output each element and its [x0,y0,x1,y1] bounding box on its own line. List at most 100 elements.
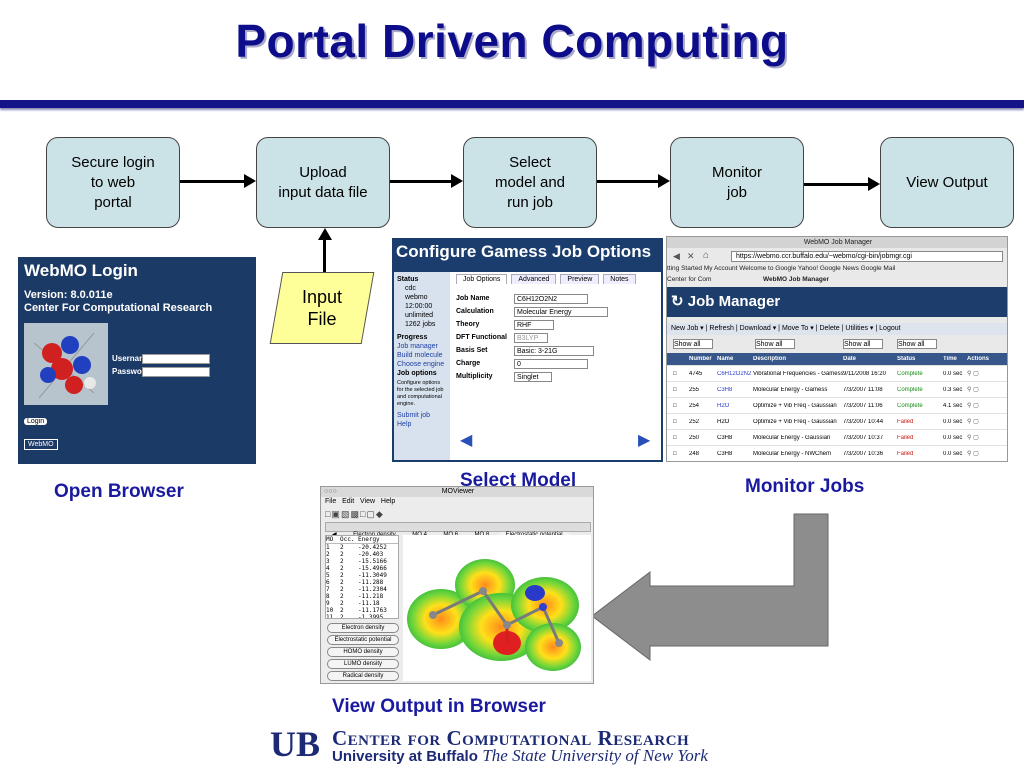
row-checkbox[interactable]: □ [673,370,677,377]
row-checkbox[interactable]: □ [673,402,677,409]
calculation-select[interactable]: Molecular Energy [514,306,608,317]
col-actions: Actions [967,356,990,362]
cell-name[interactable]: H2O [717,402,730,409]
menu-help[interactable]: Help [380,498,396,505]
bookmarks-bar[interactable]: tting Started My Account Welcome to Goog… [667,265,896,272]
electron-density-button[interactable]: Electron density [327,623,399,633]
password-input[interactable] [142,367,210,377]
new-job-button[interactable]: New Job [671,325,699,332]
electrostatic-surface-image[interactable] [403,535,591,681]
job-name-field[interactable]: C6H12O2N2 [514,293,588,304]
cell-name[interactable]: C3H8 [717,386,733,393]
filter-select-2[interactable]: Show all [755,339,795,349]
row-actions[interactable]: ⚲ ▢ [967,450,997,457]
refresh-button[interactable]: Refresh [709,325,734,332]
filter-select-4[interactable]: Show all [897,339,937,349]
cell-name[interactable]: C3H8 [717,434,733,441]
next-arrow-icon[interactable]: ▶ [638,432,651,449]
url-bar[interactable]: https://webmo.ccr.buffalo.edu/~webmo/cgi… [731,251,1003,262]
col-description[interactable]: Description [753,356,787,362]
filter-select-1[interactable]: Show all [673,339,713,349]
col-status[interactable]: Status [897,356,916,362]
help-link[interactable]: Help [397,421,412,428]
progress-build-molecule-link[interactable]: Build molecule [397,352,443,359]
col-time[interactable]: Time [943,356,957,362]
window-controls-icon[interactable]: ○○○ [324,488,337,495]
charge-field[interactable]: 0 [514,358,588,369]
back-arrow-icon[interactable]: ◀ [460,432,473,449]
delete-button[interactable]: Delete [819,325,840,332]
cell-name[interactable]: C3H8 [717,450,733,457]
filter-select-3[interactable]: Show all [843,339,883,349]
col-date[interactable]: Date [843,356,857,362]
login-button[interactable]: Login [24,418,48,425]
logout-button[interactable]: Logout [879,325,901,332]
row-checkbox[interactable]: □ [673,450,677,457]
theory-select[interactable]: RHF [514,319,554,330]
row-actions[interactable]: ⚲ ▢ [967,402,997,409]
col-name[interactable]: Name [717,356,734,362]
row-actions[interactable]: ⚲ ▢ [967,370,997,377]
row-checkbox[interactable]: □ [673,434,677,441]
menu-file[interactable]: File [325,498,337,505]
cell-name[interactable]: H2O [717,418,730,425]
submit-job-link[interactable]: Submit job [397,412,431,419]
multiplicity-select[interactable]: Singlet [514,371,552,382]
row-actions[interactable]: ⚲ ▢ [967,386,997,393]
row-actions[interactable]: ⚲ ▢ [967,434,997,441]
toolbar-icons[interactable]: □▣▧▩□▢◆ [325,509,384,519]
tab-advanced[interactable]: Advanced [511,274,557,284]
home-icon[interactable]: ⌂ [703,250,710,261]
row-checkbox[interactable]: □ [673,418,677,425]
dft-functional-select[interactable]: B3LYP [514,332,548,343]
electrostatic-potential-button[interactable]: Electrostatic potential [327,635,399,645]
cell-name[interactable]: C6H12O2N2 [717,370,752,377]
progress-choose-engine-link[interactable]: Choose engine [397,361,445,368]
browser-window-title: WebMO Job Manager [667,237,1007,248]
basis-set-select[interactable]: Basic: 3-21G [514,345,594,356]
username-input[interactable] [142,354,210,364]
homo-density-button[interactable]: HOMO density [327,647,399,657]
radical-density-button[interactable]: Radical density [327,671,399,681]
move-to-button[interactable]: Move To [781,325,809,332]
cell-description: Molecular Energy - NWChem [753,450,832,457]
back-icon[interactable]: ◀ [673,251,680,261]
col-number[interactable]: Number [689,356,712,362]
density-buttons: Electron density Electrostatic potential… [327,623,399,681]
browser-tab-active[interactable]: WebMO Job Manager [763,276,829,283]
tab-notes[interactable]: Notes [603,274,636,284]
menu-view[interactable]: View [360,498,376,505]
lumo-density-button[interactable]: LUMO density [327,659,399,669]
return-arrow-icon [591,513,829,662]
tab-preview[interactable]: Preview [560,274,600,284]
utilities-button[interactable]: Utilities [845,325,868,332]
row-checkbox[interactable]: □ [673,386,677,393]
tab-job-options[interactable]: Job Options [456,274,508,284]
browser-tab[interactable]: Center for Com [667,276,712,283]
download-button[interactable]: Download [739,325,771,332]
menu-edit[interactable]: Edit [342,498,355,505]
cell-status: Complete [897,386,923,393]
close-icon[interactable]: ✕ [687,251,695,261]
progress-job-manager-link[interactable]: Job manager [397,343,438,350]
row-actions[interactable]: ⚲ ▢ [967,418,997,425]
